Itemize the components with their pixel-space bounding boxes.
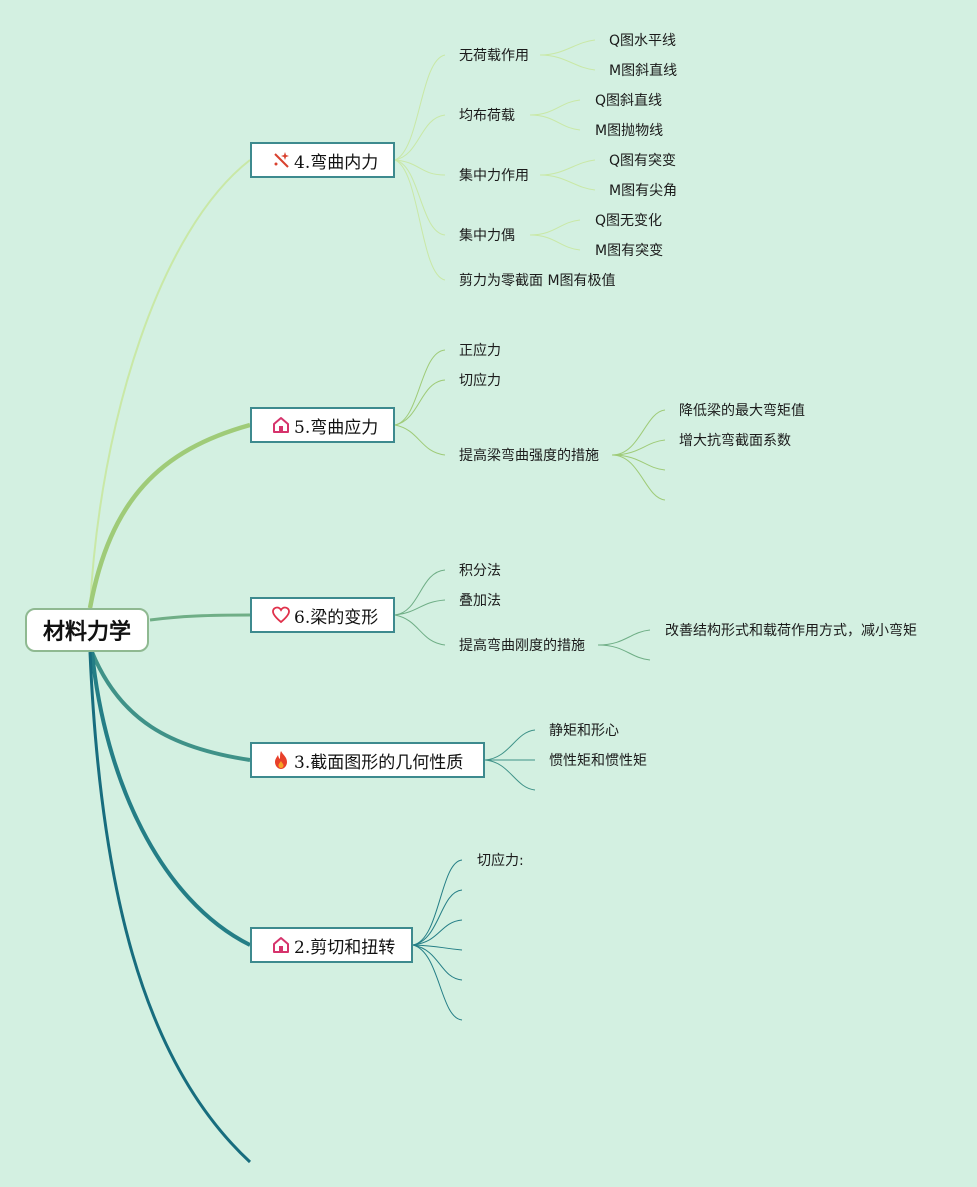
connector-b5-i3-s1 xyxy=(611,409,666,456)
heart-icon xyxy=(270,604,292,626)
connector-b4-i1-s1 xyxy=(539,39,596,56)
node-q-no-change[interactable]: Q图无变化 xyxy=(595,213,663,229)
connector-b6-i1 xyxy=(394,569,446,616)
connector-root-to-b3 xyxy=(90,651,251,762)
connector-b5-i3 xyxy=(394,424,446,456)
connector-b4-i5 xyxy=(394,159,446,281)
node-improve-structure[interactable]: 改善结构形式和载荷作用方式，减小弯矩 xyxy=(665,623,917,639)
connector-b4-i2-s1 xyxy=(529,99,581,116)
connector-b6-i3 xyxy=(394,614,446,646)
connector-b4-i3-s1 xyxy=(539,159,596,176)
connector-b2-i1 xyxy=(412,859,463,946)
connector-root-to-b2 xyxy=(90,651,251,947)
connector-b5-i1 xyxy=(394,349,446,426)
house-icon xyxy=(270,934,292,956)
branch-node-bending-stress[interactable]: 5.弯曲应力 xyxy=(250,407,395,443)
branch-label: 5.弯曲应力 xyxy=(294,417,379,438)
root-node[interactable]: 材料力学 xyxy=(25,608,149,652)
branch-label: 2.剪切和扭转 xyxy=(294,937,396,958)
connector-b2-i4 xyxy=(412,944,463,951)
branch-label: 3.截面图形的几何性质 xyxy=(294,752,464,773)
node-integration-method[interactable]: 积分法 xyxy=(459,563,501,579)
connector-b6-i3-s1 xyxy=(597,629,651,646)
node-m-cusp[interactable]: M图有尖角 xyxy=(609,183,678,199)
connector-b4-i2-s2 xyxy=(529,114,581,131)
connector-b4-i1 xyxy=(394,54,446,161)
connector-b6-i3-s2 xyxy=(597,644,651,661)
node-concentrated-couple[interactable]: 集中力偶 xyxy=(459,228,515,244)
connector-b2-i3 xyxy=(412,919,463,946)
connector-b5-i3-s3 xyxy=(611,454,666,471)
branch-label: 6.梁的变形 xyxy=(294,607,379,628)
node-concentrated-force[interactable]: 集中力作用 xyxy=(459,168,529,184)
node-reduce-max-moment[interactable]: 降低梁的最大弯矩值 xyxy=(679,403,805,419)
connector-b2-i5 xyxy=(412,944,463,981)
node-superposition-method[interactable]: 叠加法 xyxy=(459,593,501,609)
branch-node-beam-deformation[interactable]: 6.梁的变形 xyxy=(250,597,395,633)
connector-b5-i3-s4 xyxy=(611,454,666,501)
connector-b3-i3 xyxy=(484,759,536,791)
connector-b5-i2 xyxy=(394,379,446,426)
connector-b6-i2 xyxy=(394,599,446,616)
fire-icon xyxy=(270,749,292,771)
node-improve-stiffness[interactable]: 提高弯曲刚度的措施 xyxy=(459,638,585,654)
connector-root-to-b5 xyxy=(87,422,251,609)
connector-b4-i1-s2 xyxy=(539,54,596,71)
node-m-parabola[interactable]: M图抛物线 xyxy=(595,123,664,139)
node-q-horizontal[interactable]: Q图水平线 xyxy=(609,33,677,49)
connector-b4-i4 xyxy=(394,159,446,236)
connector-b4-i4-s1 xyxy=(529,219,581,236)
node-moment-of-inertia[interactable]: 惯性矩和惯性矩 xyxy=(549,753,647,769)
node-q-sloped[interactable]: Q图斜直线 xyxy=(595,93,663,109)
node-no-load[interactable]: 无荷载作用 xyxy=(459,48,529,64)
node-m-jump[interactable]: M图有突变 xyxy=(595,243,664,259)
node-static-moment[interactable]: 静矩和形心 xyxy=(549,723,619,739)
connector-b4-i2 xyxy=(394,114,446,161)
connector-b5-i3-s2 xyxy=(611,439,666,456)
connector-root-to-b6 xyxy=(149,613,251,622)
connector-root-to-b1 xyxy=(88,651,252,1164)
connector-b2-i2 xyxy=(412,889,463,946)
node-q-jump[interactable]: Q图有突变 xyxy=(609,153,677,169)
node-m-sloped[interactable]: M图斜直线 xyxy=(609,63,678,79)
branch-node-shear-torsion[interactable]: 2.剪切和扭转 xyxy=(250,927,413,963)
connector-b4-i3-s2 xyxy=(539,174,596,191)
node-shear-stress-torsion[interactable]: 切应力: xyxy=(477,853,524,869)
node-increase-section-modulus[interactable]: 增大抗弯截面系数 xyxy=(679,433,791,449)
connector-b3-i1 xyxy=(484,729,536,761)
sparkle-wand-icon xyxy=(270,149,292,171)
branch-node-bending-internal-force[interactable]: 4.弯曲内力 xyxy=(250,142,395,178)
node-zero-shear-extremum[interactable]: 剪力为零截面 M图有极值 xyxy=(459,273,616,289)
connector-b4-i3 xyxy=(394,159,446,176)
connector-b4-i4-s2 xyxy=(529,234,581,251)
house-icon xyxy=(270,414,292,436)
connector-b2-i6 xyxy=(412,944,463,1021)
node-uniform-load[interactable]: 均布荷载 xyxy=(459,108,515,124)
node-shear-stress[interactable]: 切应力 xyxy=(459,373,501,389)
branch-node-section-properties[interactable]: 3.截面图形的几何性质 xyxy=(250,742,485,778)
branch-label: 4.弯曲内力 xyxy=(294,152,379,173)
node-normal-stress[interactable]: 正应力 xyxy=(459,343,501,359)
node-improve-strength[interactable]: 提高梁弯曲强度的措施 xyxy=(459,448,599,464)
root-label: 材料力学 xyxy=(42,620,131,645)
connector-root-to-b4 xyxy=(89,159,251,609)
